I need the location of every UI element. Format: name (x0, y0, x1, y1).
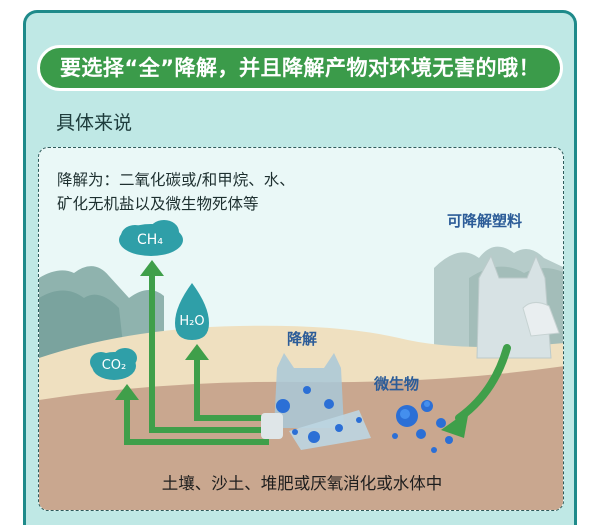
microbe-label: 微生物 (374, 375, 420, 393)
co2-cloud-icon (90, 348, 137, 380)
degrade-label: 降解 (287, 330, 318, 348)
headline-banner: 要选择“全”降解，并且降解产物对环境无害的哦！ (37, 45, 563, 91)
ch4-cloud-icon (119, 220, 183, 256)
gas-arrows (124, 274, 269, 445)
description-line-2: 矿化无机盐以及微生物死体等 (57, 195, 259, 213)
h2o-drop-icon (175, 283, 209, 340)
microbe-highlight (400, 401, 430, 419)
co2-label: CO₂ (101, 358, 127, 373)
info-card: 要选择“全”降解，并且降解产物对环境无害的哦！ 具体来说 (23, 10, 577, 525)
degradable-plastic-label: 可降解塑料 (447, 212, 523, 230)
arrow-heads (115, 260, 209, 400)
degrading-bag-icon (261, 353, 371, 450)
scene-illustration (39, 220, 563, 510)
section-title: 具体来说 (56, 112, 133, 134)
curve-arrow-head (441, 410, 469, 438)
ch4-label: CH₄ (137, 232, 163, 248)
microbe-cluster-bag (276, 386, 362, 443)
illustration-panel: 降解为：二氧化碳或/和甲烷、水、 矿化无机盐以及微生物死体等 可降解塑料 降解 … (38, 147, 564, 511)
h2o-label: H₂O (179, 314, 205, 329)
environment-caption: 土壤、沙土、堆肥或厌氧消化或水体中 (161, 474, 443, 493)
banner-text: 要选择“全”降解，并且降解产物对环境无害的哦！ (59, 56, 541, 80)
degradation-description: 降解为：二氧化碳或/和甲烷、水、 矿化无机盐以及微生物死体等 (57, 168, 377, 216)
description-line-1: 降解为：二氧化碳或/和甲烷、水、 (57, 171, 295, 189)
plastic-bag-icon (476, 254, 560, 359)
